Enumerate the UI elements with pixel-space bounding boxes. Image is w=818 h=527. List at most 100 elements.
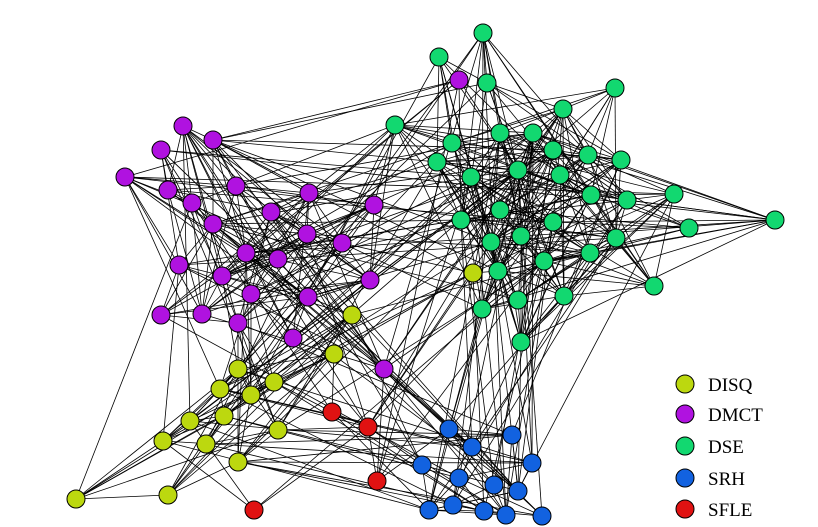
edge	[124, 176, 309, 298]
edge	[167, 314, 353, 496]
edge	[341, 242, 474, 274]
edge	[306, 233, 371, 281]
node-srh	[508, 481, 528, 501]
edge	[497, 270, 655, 287]
node-sfle	[244, 500, 264, 520]
node-dse	[644, 276, 664, 296]
edge	[520, 295, 565, 343]
node-dse	[534, 251, 554, 271]
node-disq	[214, 406, 234, 426]
edge	[160, 192, 310, 316]
legend-marker-disq	[675, 374, 695, 394]
node-dmct	[236, 243, 256, 263]
edge	[250, 279, 371, 295]
edge	[219, 272, 474, 390]
edge	[191, 202, 252, 295]
edge	[160, 296, 309, 316]
edge	[189, 381, 275, 422]
edge	[75, 314, 353, 500]
edge	[219, 293, 252, 390]
edge	[436, 154, 589, 163]
edge	[436, 149, 554, 163]
edge	[394, 87, 616, 126]
edge	[124, 176, 180, 266]
node-disq	[158, 485, 178, 505]
edge	[520, 132, 534, 237]
edge	[452, 237, 617, 506]
node-dmct	[261, 202, 281, 222]
edge	[250, 293, 294, 339]
edge	[458, 477, 543, 517]
node-dmct	[192, 304, 212, 324]
edge	[167, 461, 239, 496]
legend-marker-dse	[675, 436, 695, 456]
edge	[472, 199, 628, 274]
edge	[306, 132, 534, 235]
edge	[458, 79, 462, 221]
edge	[483, 260, 545, 512]
node-dse	[508, 160, 528, 180]
edge	[162, 272, 474, 442]
node-dse	[605, 78, 625, 98]
node-dmct	[115, 167, 135, 187]
edge	[235, 124, 396, 187]
legend-item-disq: DISQ	[675, 374, 753, 396]
edge	[277, 260, 545, 431]
node-dse	[543, 140, 563, 160]
edge	[341, 242, 483, 310]
edge	[499, 108, 564, 134]
node-dse	[488, 261, 508, 281]
node-dse	[481, 232, 501, 252]
edge	[182, 125, 191, 422]
edge	[436, 161, 492, 243]
edge	[486, 82, 655, 287]
edge	[189, 420, 430, 511]
edge	[245, 252, 252, 396]
edge	[270, 211, 371, 281]
node-dse	[550, 165, 570, 185]
edge	[428, 237, 617, 511]
edge	[162, 368, 239, 442]
edge	[517, 132, 534, 301]
node-srh	[419, 500, 439, 520]
edge	[532, 132, 622, 161]
edge	[481, 154, 589, 310]
legend-item-srh: SRH	[675, 468, 745, 490]
edge	[277, 314, 353, 431]
edge	[615, 237, 655, 287]
edge	[307, 124, 396, 298]
edge	[235, 185, 279, 260]
edge	[481, 260, 545, 310]
node-disq	[264, 372, 284, 392]
edge	[250, 211, 272, 295]
edge	[460, 219, 473, 448]
edge	[626, 199, 776, 221]
edge	[460, 219, 554, 223]
node-disq	[342, 305, 362, 325]
node-dse	[451, 210, 471, 230]
node-dse	[429, 47, 449, 67]
edge	[471, 446, 543, 517]
edge	[277, 426, 369, 431]
node-disq	[153, 431, 173, 451]
edge	[124, 176, 237, 187]
edge	[307, 279, 371, 298]
node-dse	[617, 190, 637, 210]
node-dse	[606, 228, 626, 248]
legend-item-dmct: DMCT	[675, 404, 763, 426]
edge	[237, 204, 375, 324]
node-dse	[679, 218, 699, 238]
edge	[250, 192, 310, 295]
edges	[75, 32, 776, 517]
edge	[237, 322, 252, 396]
edge	[482, 32, 519, 171]
edge	[499, 174, 561, 211]
edge	[212, 139, 519, 171]
edge	[178, 264, 309, 298]
edge	[235, 185, 310, 194]
node-dmct	[158, 180, 178, 200]
node-dse	[611, 150, 631, 170]
edge	[201, 185, 237, 315]
edge	[75, 494, 169, 500]
